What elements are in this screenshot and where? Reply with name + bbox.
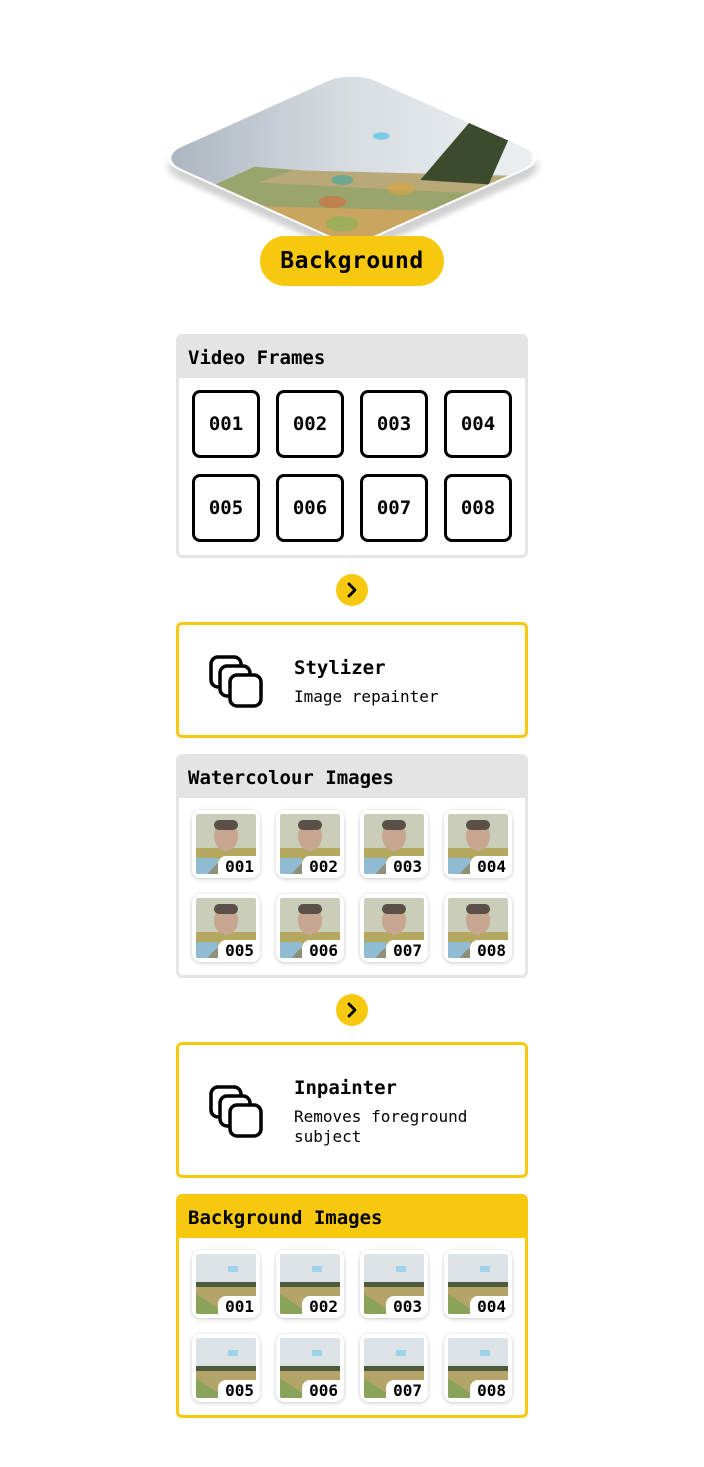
background-thumbnail[interactable]: 007 [360,1334,428,1402]
watercolour-thumbnail[interactable]: 006 [276,894,344,962]
inpainter-box: Inpainter Removes foreground subject [176,1042,528,1178]
background-painting-image [152,68,552,248]
item-number-label: 006 [302,940,344,962]
background-images-panel: Background Images 001 002 [176,1194,528,1418]
item-number-label: 005 [218,940,260,962]
video-frame-box[interactable]: 007 [360,474,428,542]
stylizer-subtitle: Image repainter [294,687,439,706]
video-frames-panel: Video Frames 001 002 003 004 005 006 007… [176,334,528,558]
item-number-label: 003 [386,856,428,878]
watercolour-thumbnail[interactable]: 003 [360,810,428,878]
item-number-label: 006 [302,1380,344,1402]
watercolour-thumbnail[interactable]: 004 [444,810,512,878]
item-number-label: 008 [470,1380,512,1402]
item-number-label: 003 [386,1296,428,1318]
video-frames-title: Video Frames [179,337,525,378]
item-number-label: 007 [386,940,428,962]
item-number-label: 005 [218,1380,260,1402]
background-thumbnail[interactable]: 008 [444,1334,512,1402]
video-frame-box[interactable]: 002 [276,390,344,458]
watercolour-thumbnail[interactable]: 007 [360,894,428,962]
watercolour-thumbnail[interactable]: 008 [444,894,512,962]
watercolour-portrait-image [364,898,424,958]
background-thumbnail[interactable]: 002 [276,1250,344,1318]
video-frame-box[interactable]: 006 [276,474,344,542]
item-number-label: 002 [302,856,344,878]
item-number-label: 001 [218,856,260,878]
background-label-pill: Background [260,236,444,286]
stylizer-box: Stylizer Image repainter [176,622,528,738]
item-number-label: 001 [218,1296,260,1318]
chevron-right-icon [347,582,357,598]
stacked-squares-icon [209,655,263,708]
background-thumbnail[interactable]: 005 [192,1334,260,1402]
video-frame-box[interactable]: 005 [192,474,260,542]
watercolour-images-panel: Watercolour Images 001 002 [176,754,528,978]
watercolour-images-grid: 001 002 003 [179,798,525,975]
video-frame-box[interactable]: 008 [444,474,512,542]
video-frames-grid: 001 002 003 004 005 006 007 008 [179,378,525,555]
video-frame-box[interactable]: 004 [444,390,512,458]
watercolour-thumbnail[interactable]: 005 [192,894,260,962]
watercolour-thumbnail[interactable]: 001 [192,810,260,878]
background-thumbnail[interactable]: 004 [444,1250,512,1318]
watercolour-images-title: Watercolour Images [179,757,525,798]
item-number-label: 007 [386,1380,428,1402]
item-number-label: 002 [302,1296,344,1318]
flow-arrow-1 [336,574,368,606]
stylizer-title: Stylizer [294,657,386,679]
watercolour-thumbnail[interactable]: 002 [276,810,344,878]
stacked-squares-icon [209,1085,263,1138]
inpainter-subtitle: Removes foreground subject [294,1107,468,1146]
background-images-title: Background Images [179,1197,525,1238]
background-thumbnail[interactable]: 001 [192,1250,260,1318]
video-frame-box[interactable]: 001 [192,390,260,458]
background-thumbnail[interactable]: 003 [360,1250,428,1318]
flow-arrow-2 [336,994,368,1026]
video-frame-box[interactable]: 003 [360,390,428,458]
chevron-right-icon [347,1002,357,1018]
item-number-label: 004 [470,1296,512,1318]
background-thumbnail[interactable]: 006 [276,1334,344,1402]
inpainter-title: Inpainter [294,1077,397,1099]
item-number-label: 008 [470,940,512,962]
background-images-grid: 001 002 003 [179,1238,525,1415]
item-number-label: 004 [470,856,512,878]
